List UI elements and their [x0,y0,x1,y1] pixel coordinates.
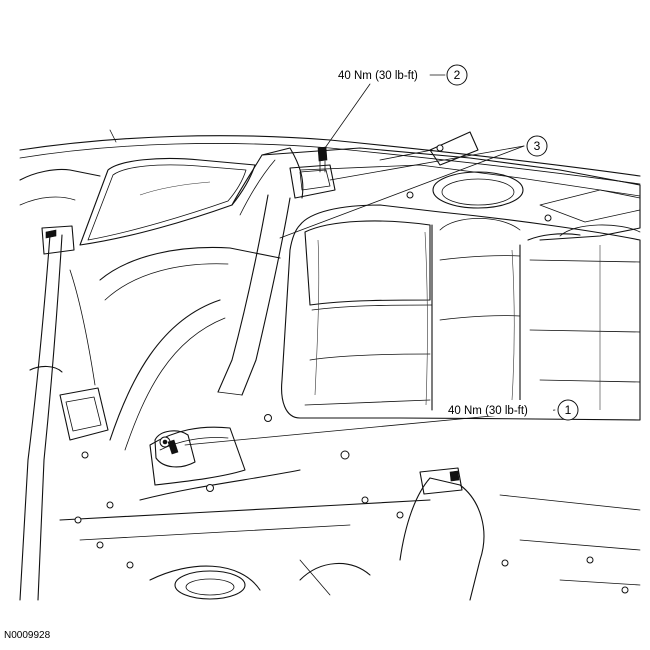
package-tray [261,131,641,241]
callout-2-circle [446,64,468,86]
callout-2-number: 2 [454,68,461,82]
lower-anchor-bolt [167,439,179,455]
callout-3: 3 [526,135,548,157]
callout-1: 40 Nm (30 lb-ft) 1 [445,399,579,421]
callout-3-circle [526,135,548,157]
callout-2: 40 Nm (30 lb-ft) 2 [338,64,468,86]
shoulder-belt-webbing [217,164,336,396]
vehicle-body-outline [19,129,641,246]
callout-2-torque: 40 Nm (30 lb-ft) [338,70,418,82]
left-wheelhouse [99,246,301,501]
upper-bolt [317,146,328,173]
illustration-reference-id: N0009928 [4,630,51,641]
callout-3-number: 3 [534,139,541,153]
callout-1-circle [557,399,579,421]
fastener-details [74,144,629,594]
callout-leaders [184,74,556,446]
left-seat-belt [19,225,109,601]
callout-1-number: 1 [565,403,572,417]
rear-seat-back [281,204,641,421]
callout-1-torque: 40 Nm (30 lb-ft) [448,405,528,417]
floor-pan [59,467,641,601]
